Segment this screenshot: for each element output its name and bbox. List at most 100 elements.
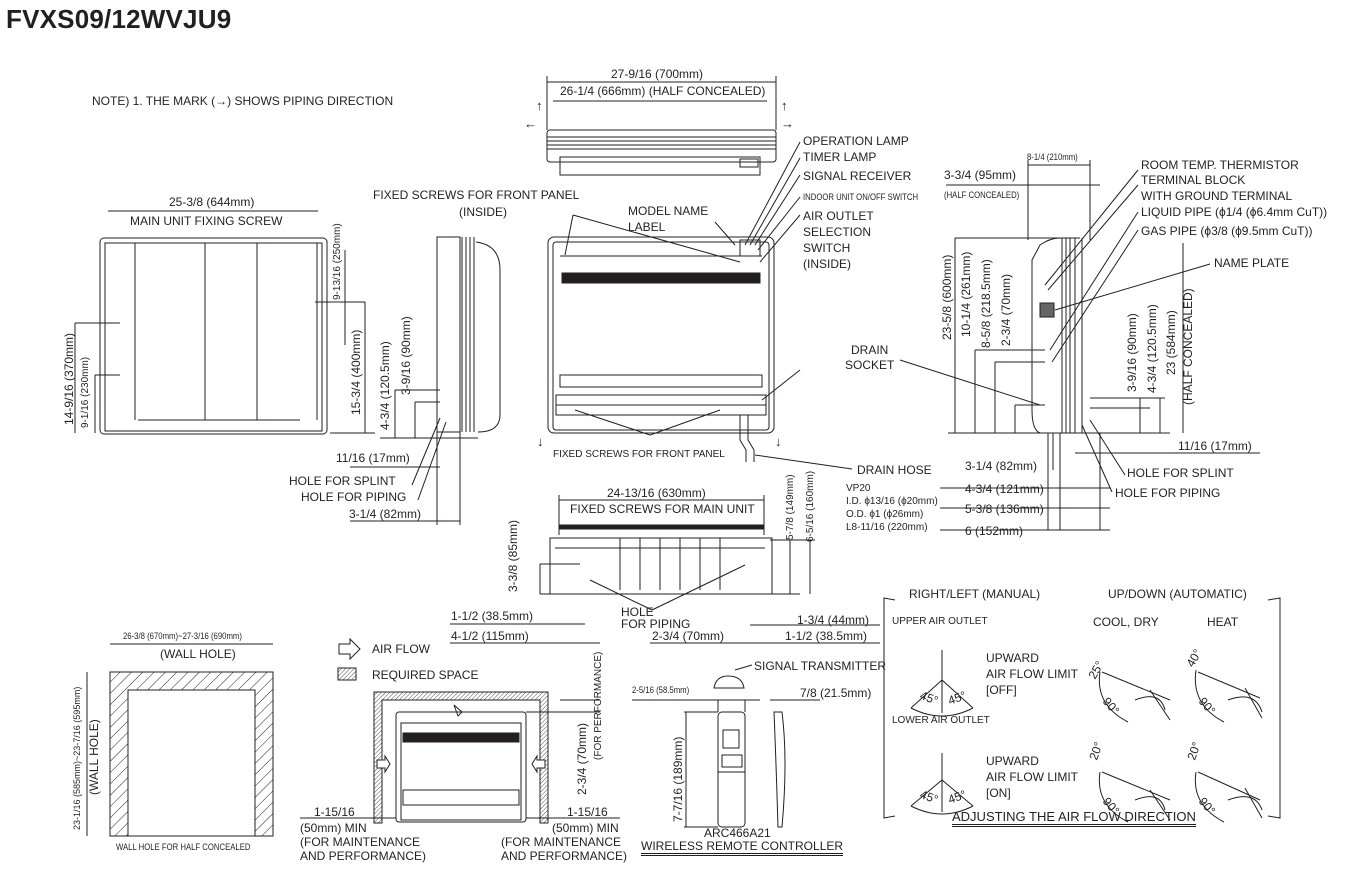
right-dim-121: 4-3/4 (121mm) [965, 482, 1044, 496]
bottom-dim-115: 4-1/2 (115mm) [451, 629, 529, 643]
drain-hose-spec-3: O.D. ϕ1 (ϕ26mm) [846, 509, 924, 520]
left-hole-piping: HOLE FOR PIPING [301, 490, 407, 504]
remote-width: 2-5/16 (58.5mm) [632, 685, 690, 695]
space-left-note-2: AND PERFORMANCE) [300, 849, 427, 863]
bottom-hole-2: FOR PIPING [621, 617, 691, 631]
label-air-outlet-2: SELECTION [803, 225, 872, 239]
right-dim-70: 2-3/4 (70mm) [999, 273, 1013, 346]
drain-hose-spec-4: L8-11/16 (220mm) [846, 522, 928, 533]
remote-caption: WIRELESS REMOTE CONTROLLER [641, 840, 844, 856]
piping-note: NOTE) 1. THE MARK (→) SHOWS PIPING DIREC… [92, 94, 394, 108]
wall-hole-width: 26-3/8 (670mm)~27-3/16 (690mm) [123, 631, 242, 641]
label-air-outlet-4: (INSIDE) [803, 257, 851, 271]
wall-hole-height: 23-1/16 (585mm)~23-7/16 (595mm) [72, 686, 82, 830]
bottom-fixed-screws: FIXED SCREWS FOR MAIN UNIT [570, 502, 755, 516]
label-liquid-pipe: LIQUID PIPE (ϕ1/4 (ϕ6.4mm CuT)) [1141, 205, 1328, 219]
bottom-dim-160: 6-5/16 (160mm) [805, 470, 816, 542]
space-left-note-1: (FOR MAINTENANCE [300, 835, 420, 849]
label-timer-lamp: TIMER LAMP [803, 150, 877, 164]
airflow-caption: ADJUSTING THE AIR FLOW DIRECTION [952, 810, 1196, 827]
airflow-heat: HEAT [1207, 615, 1239, 629]
svg-text:→: → [781, 116, 794, 131]
label-fixed-screws-front-1: FIXED SCREWS FOR FRONT PANEL [373, 188, 580, 202]
left-dim-82: 3-1/4 (82mm) [349, 507, 422, 521]
label-fixed-screws-front-bottom: FIXED SCREWS FOR FRONT PANEL [553, 449, 725, 460]
right-side-drawing [900, 160, 1260, 530]
back-dim-250: 9-13/16 (250mm) [332, 223, 343, 300]
airflow-upper-outlet: UPPER AIR OUTLET [892, 616, 988, 627]
bottom-dim-38-left: 1-1/2 (38.5mm) [451, 609, 534, 623]
left-dim-17: 11/16 (17mm) [336, 451, 410, 465]
right-dim-120: 4-3/4 (120.5mm) [1145, 304, 1159, 393]
left-hole-splint: HOLE FOR SPLINT [289, 474, 396, 488]
bottom-dim-149: 5-7/8 (149mm) [785, 474, 796, 540]
required-space-drawing [300, 692, 620, 823]
space-right-dim-1: 1-15/16 [567, 805, 608, 819]
space-left-dim-2: (50mm) MIN [300, 821, 367, 835]
label-model-name-2: LABEL [628, 220, 666, 234]
airflow-lower-outlet: LOWER AIR OUTLET [892, 715, 990, 726]
right-dim-17: 11/16 (17mm) [1178, 439, 1252, 453]
label-onoff-switch: INDOOR UNIT ON/OFF SWITCH [803, 192, 919, 202]
bottom-dim-44: 1-3/4 (44mm) [797, 613, 870, 627]
label-operation-lamp: OPERATION LAMP [803, 134, 909, 148]
drain-hose-spec-2: I.D. ϕ13/16 (ϕ20mm) [846, 496, 938, 507]
label-gas-pipe: GAS PIPE (ϕ3/8 (ϕ9.5mm CuT)) [1141, 224, 1313, 238]
limit-off-2: AIR FLOW LIMIT [986, 667, 1079, 681]
label-terminal-block: TERMINAL BLOCK [1141, 173, 1246, 187]
right-depth: 8-1/4 (210mm) [1027, 152, 1078, 162]
remote-height: 7-7/16 (189mm) [671, 736, 685, 822]
limit-off-3: [OFF] [986, 683, 1017, 697]
limit-on-3: [ON] [986, 786, 1011, 800]
label-name-plate: NAME PLATE [1214, 256, 1290, 270]
right-half-concealed: (HALF CONCEALED) [944, 190, 1020, 200]
right-dim-600: 23-5/8 (600mm) [940, 254, 954, 340]
svg-text:↑: ↑ [536, 98, 543, 113]
front-view-drawing: ↓ ↓ [537, 142, 852, 469]
svg-text:↓: ↓ [775, 434, 782, 449]
svg-text:↑: ↑ [781, 98, 788, 113]
space-right-dim-2: (50mm) MIN [552, 821, 619, 835]
top-width-half-concealed: 26-1/4 (666mm) (HALF CONCEALED) [560, 84, 766, 98]
right-dim-95: 3-3/4 (95mm) [944, 168, 1017, 182]
right-dim-261: 10-1/4 (261mm) [959, 251, 973, 337]
top-width-total: 27-9/16 (700mm) [611, 67, 704, 81]
legend-drawing [338, 639, 360, 680]
bottom-view-drawing [450, 495, 880, 643]
right-dim-584: 23 (584mm) [1164, 310, 1178, 375]
remote-signal-transmitter: SIGNAL TRANSMITTER [754, 659, 887, 673]
label-drain-socket-2: SOCKET [845, 358, 895, 372]
bottom-dim-38-right: 1-1/2 (38.5mm) [785, 629, 868, 643]
svg-text:←: ← [524, 116, 537, 131]
wall-hole-drawing [87, 644, 273, 836]
back-dim-230: 9-1/16 (230mm) [80, 356, 91, 428]
bottom-width: 24-13/16 (630mm) [607, 486, 706, 500]
left-dim-120: 4-3/4 (120.5mm) [378, 341, 392, 430]
airflow-cool-dry: COOL, DRY [1093, 615, 1159, 629]
airflow-up-down: UP/DOWN (AUTOMATIC) [1108, 587, 1247, 601]
label-air-outlet-3: SWITCH [803, 241, 851, 255]
wall-hole-caption: WALL HOLE FOR HALF CONCEALED [116, 842, 251, 852]
bottom-dim-70: 2-3/4 (70mm) [652, 629, 725, 643]
back-view-drawing [75, 211, 375, 434]
space-left-dim-1: 1-15/16 [314, 805, 355, 819]
page-title: FVXS09/12WVJU9 [6, 4, 232, 34]
right-dim-136: 5-3/8 (136mm) [965, 502, 1044, 516]
airflow-drawing [884, 598, 1280, 822]
label-thermistor: ROOM TEMP. THERMISTOR [1141, 158, 1299, 172]
left-side-drawing [350, 237, 500, 525]
top-view-drawing: ↑ ← ↑ → [524, 76, 794, 175]
label-fixed-screws-front-2: (INSIDE) [459, 205, 507, 219]
space-top-note: (FOR PERFORMANCE) [593, 651, 604, 760]
bottom-hole-1: HOLE [621, 605, 654, 619]
right-dim-82: 3-1/4 (82mm) [965, 459, 1038, 473]
limit-on-1: UPWARD [986, 754, 1039, 768]
airflow-right-left: RIGHT/LEFT (MANUAL) [909, 587, 1041, 601]
label-air-outlet-1: AIR OUTLET [803, 209, 874, 223]
bottom-dim-85: 3-3/8 (85mm) [506, 519, 520, 592]
label-drain-hose: DRAIN HOSE [857, 463, 932, 477]
right-dim-90: 3-9/16 (90mm) [1125, 313, 1139, 392]
back-dim-400: 15-3/4 (400mm) [349, 329, 363, 415]
back-fixing-screw: MAIN UNIT FIXING SCREW [130, 214, 283, 228]
